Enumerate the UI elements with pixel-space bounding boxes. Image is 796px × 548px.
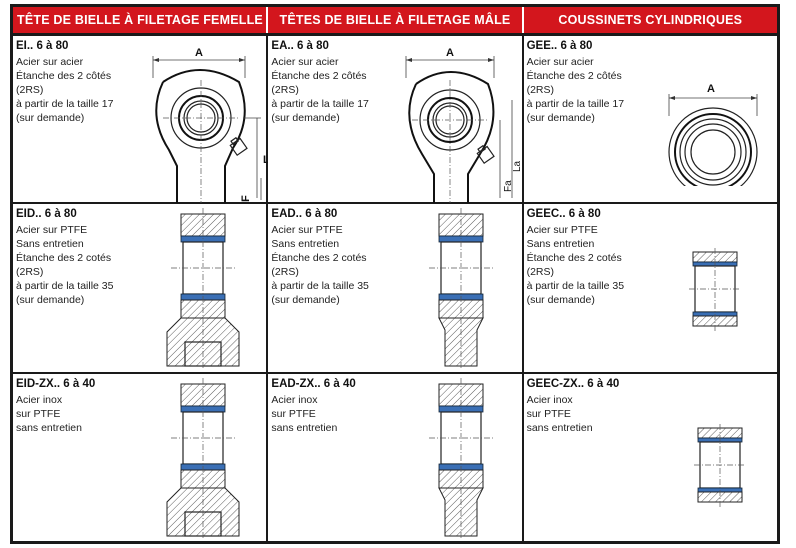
cell-ei: EI.. 6 à 80 Acier sur acier Étanche des … <box>13 34 269 204</box>
rod-end-female-inox-section <box>166 378 240 538</box>
cell-ea: EA.. 6 à 80 Acier sur acier Étanche des … <box>267 34 524 204</box>
product-code: GEE.. 6 à 80 <box>526 39 593 52</box>
product-code: GEEC.. 6 à 80 <box>526 208 601 220</box>
product-code: EA.. 6 à 80 <box>271 39 329 52</box>
spec-line: (sur demande) <box>16 111 85 124</box>
spec-line: Étanche des 2 côtés <box>271 69 367 82</box>
spec-line: sans entretien <box>271 422 338 434</box>
spec-line: (2RS) <box>16 83 44 96</box>
spec-line: (sur demande) <box>526 111 595 124</box>
dim-a-label: A <box>446 47 454 59</box>
dim-la-label: La <box>512 160 523 172</box>
product-code: EI.. 6 à 80 <box>16 39 69 52</box>
cell-gee: GEE.. 6 à 80 Acier sur acier Étanche des… <box>522 34 777 204</box>
spec-line: sur PTFE <box>526 408 571 420</box>
spec-line: Acier sur acier <box>271 55 339 68</box>
header-cylindrical-bearings: COUSSINETS CYLINDRIQUES <box>522 7 777 36</box>
dim-f-label: F <box>240 195 252 202</box>
spec-line: à partir de la taille 35 <box>16 280 114 292</box>
spec-line: Acier inox <box>16 394 63 406</box>
product-code: EID.. 6 à 80 <box>16 208 77 220</box>
product-code: GEEC-ZX.. 6 à 40 <box>526 378 620 390</box>
spec-line: à partir de la taille 17 <box>16 97 114 110</box>
spec-line: Acier inox <box>271 394 318 406</box>
dim-l-label: L <box>263 154 268 166</box>
cell-geec: GEEC.. 6 à 80 Acier sur PTFE Sans entret… <box>522 203 777 374</box>
spec-line: Sans entretien <box>526 238 595 250</box>
rod-end-male-section <box>429 208 494 368</box>
spec-line: Sans entretien <box>16 238 84 250</box>
spec-line: sans entretien <box>16 422 82 434</box>
product-code: EAD-ZX.. 6 à 40 <box>271 378 356 390</box>
spec-line: Étanche des 2 cotés <box>16 252 112 264</box>
cell-ead-zx: EAD-ZX.. 6 à 40 Acier inox sur PTFE sans… <box>267 373 524 541</box>
spec-line: à partir de la taille 35 <box>271 280 369 292</box>
spec-line: (sur demande) <box>526 294 595 306</box>
product-code: EID-ZX.. 6 à 40 <box>16 378 96 390</box>
spec-line: (2RS) <box>526 83 554 96</box>
spec-line: Sans entretien <box>271 238 340 250</box>
rod-end-male-drawing: A Fa La <box>406 47 523 203</box>
spec-line: Étanche des 2 cotés <box>271 252 367 264</box>
dim-a-label: A <box>195 47 203 59</box>
spec-line: (2RS) <box>526 266 554 278</box>
spec-line: (sur demande) <box>16 294 85 306</box>
spec-line: Acier sur PTFE <box>16 224 88 236</box>
spec-line: Acier sur acier <box>526 55 594 68</box>
spec-line: Acier inox <box>526 394 573 406</box>
spec-line: à partir de la taille 17 <box>526 97 625 110</box>
spec-line: (sur demande) <box>271 294 340 306</box>
spec-line: à partir de la taille 17 <box>271 97 369 110</box>
dim-fa-label: Fa <box>503 179 514 191</box>
spec-line: (sur demande) <box>271 111 340 124</box>
header-male-thread: TÊTES DE BIELLE À FILETAGE MÂLE <box>267 7 524 36</box>
rod-end-female-drawing: A L F <box>152 47 268 203</box>
spec-line: Acier sur PTFE <box>526 224 598 236</box>
spec-line: Acier sur PTFE <box>271 224 343 236</box>
spec-line: sur PTFE <box>271 408 316 420</box>
spec-line: sans entretien <box>526 422 593 434</box>
spec-line: à partir de la taille 35 <box>526 280 625 292</box>
cell-eid: EID.. 6 à 80 Acier sur PTFE Sans entreti… <box>13 203 269 374</box>
cell-eid-zx: EID-ZX.. 6 à 40 Acier inox sur PTFE sans… <box>13 373 269 541</box>
cell-geec-zx: GEEC-ZX.. 6 à 40 Acier inox sur PTFE san… <box>523 373 777 541</box>
bearing-drawing: A <box>667 83 758 186</box>
spec-line: (2RS) <box>271 83 299 96</box>
spec-line: (2RS) <box>16 266 44 278</box>
spec-line: Étanche des 2 côtés <box>16 69 112 82</box>
spec-line: Acier sur acier <box>16 55 84 68</box>
cell-ead: EAD.. 6 à 80 Acier sur PTFE Sans entreti… <box>267 203 524 374</box>
spec-line: (2RS) <box>271 266 299 278</box>
spec-line: Étanche des 2 cotés <box>526 252 622 264</box>
rod-end-male-inox-section <box>429 378 494 538</box>
dim-a-label: A <box>707 83 715 95</box>
product-table: TÊTE DE BIELLE À FILETAGE FEMELLE TÊTES … <box>10 4 780 544</box>
header-female-thread: TÊTE DE BIELLE À FILETAGE FEMELLE <box>13 7 269 36</box>
spec-line: sur PTFE <box>16 408 61 420</box>
product-code: EAD.. 6 à 80 <box>271 208 338 220</box>
bearing-section <box>688 248 741 332</box>
spec-line: Étanche des 2 côtés <box>526 69 622 82</box>
rod-end-female-section <box>166 208 240 368</box>
bearing-inox-section <box>693 424 746 508</box>
